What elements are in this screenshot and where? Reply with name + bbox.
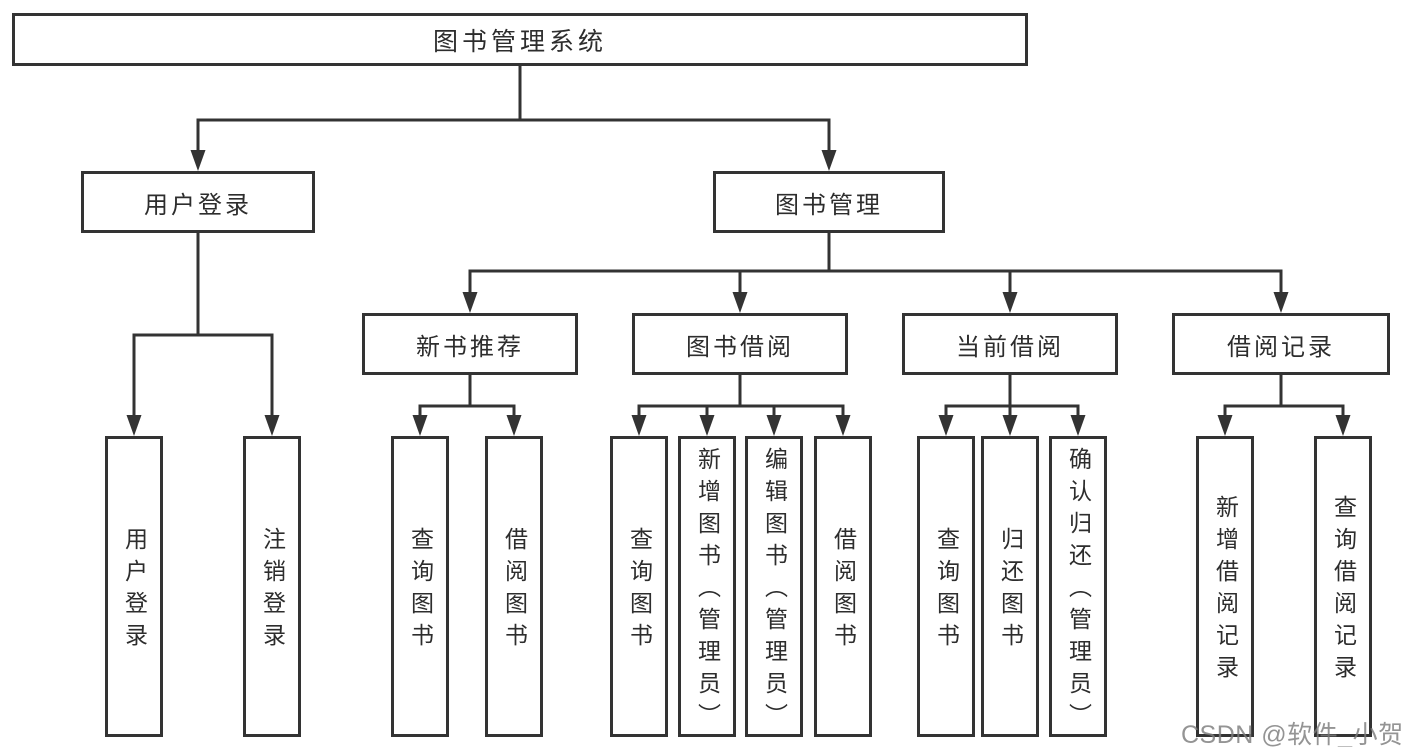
node-label: 借阅图书 bbox=[830, 527, 857, 655]
node-current-borrow: 当前借阅 bbox=[902, 313, 1118, 375]
node-book-management: 图书管理 bbox=[713, 171, 945, 233]
leaf-borrow-book: 借阅图书 bbox=[814, 436, 872, 737]
connector-new-book-recommend-branch bbox=[418, 371, 516, 422]
node-label: 新书推荐 bbox=[416, 333, 524, 361]
node-label: 查询图书 bbox=[933, 527, 960, 655]
leaf-query-borrow-record: 查询借阅记录 bbox=[1314, 436, 1372, 737]
leaf-add-borrow-record: 新增借阅记录 bbox=[1196, 436, 1254, 737]
node-borrow-record: 借阅记录 bbox=[1172, 313, 1390, 375]
node-label: 编辑图书（管理员） bbox=[761, 447, 788, 735]
node-label: 新增借阅记录 bbox=[1212, 495, 1239, 687]
node-label: 查询图书 bbox=[407, 527, 434, 655]
node-user-login: 用户登录 bbox=[81, 171, 315, 233]
node-label: 新增图书（管理员） bbox=[694, 447, 721, 735]
node-label: 借阅记录 bbox=[1227, 333, 1335, 361]
leaf-borrow-book-recommend: 借阅图书 bbox=[485, 436, 543, 737]
leaf-query-book-borrow: 查询图书 bbox=[610, 436, 668, 737]
node-label: 图书管理 bbox=[775, 191, 883, 219]
arrowheads-level3 bbox=[462, 292, 1289, 313]
node-label: 查询借阅记录 bbox=[1330, 495, 1357, 687]
leaf-query-book-current: 查询图书 bbox=[917, 436, 975, 737]
connector-user-login-branch bbox=[132, 229, 274, 422]
node-label: 注销登录 bbox=[259, 527, 286, 655]
connector-book-management-branch bbox=[468, 229, 1283, 297]
node-label: 借阅图书 bbox=[501, 527, 528, 655]
connector-root-branch bbox=[196, 62, 831, 154]
node-label: 图书管理系统 bbox=[432, 27, 607, 56]
leaf-return-book: 归还图书 bbox=[981, 436, 1039, 737]
node-label: 当前借阅 bbox=[956, 333, 1064, 361]
connector-book-borrow-branch bbox=[637, 371, 845, 422]
node-label: 用户登录 bbox=[144, 191, 252, 219]
arrowheads-leaves bbox=[412, 415, 1351, 436]
leaf-confirm-return-admin: 确认归还（管理员） bbox=[1049, 436, 1107, 737]
connector-borrow-record-branch bbox=[1223, 371, 1345, 422]
node-label: 确认归还（管理员） bbox=[1065, 447, 1092, 735]
leaf-query-book-recommend: 查询图书 bbox=[391, 436, 449, 737]
node-label: 图书借阅 bbox=[686, 333, 794, 361]
node-new-book-recommend: 新书推荐 bbox=[362, 313, 578, 375]
arrowheads-level2 bbox=[190, 150, 837, 171]
leaf-edit-book-admin: 编辑图书（管理员） bbox=[745, 436, 803, 737]
leaf-add-book-admin: 新增图书（管理员） bbox=[678, 436, 736, 737]
node-library-management-system: 图书管理系统 bbox=[12, 13, 1028, 66]
node-label: 用户登录 bbox=[121, 527, 148, 655]
node-label: 查询图书 bbox=[626, 527, 653, 655]
leaf-user-login: 用户登录 bbox=[105, 436, 163, 737]
watermark-text: CSDN @软件_小贺同学 bbox=[1181, 721, 1405, 747]
connector-current-borrow-branch bbox=[944, 371, 1080, 422]
node-label: 归还图书 bbox=[997, 527, 1024, 655]
arrowheads-user-login bbox=[126, 415, 280, 436]
leaf-logout: 注销登录 bbox=[243, 436, 301, 737]
node-book-borrow: 图书借阅 bbox=[632, 313, 848, 375]
